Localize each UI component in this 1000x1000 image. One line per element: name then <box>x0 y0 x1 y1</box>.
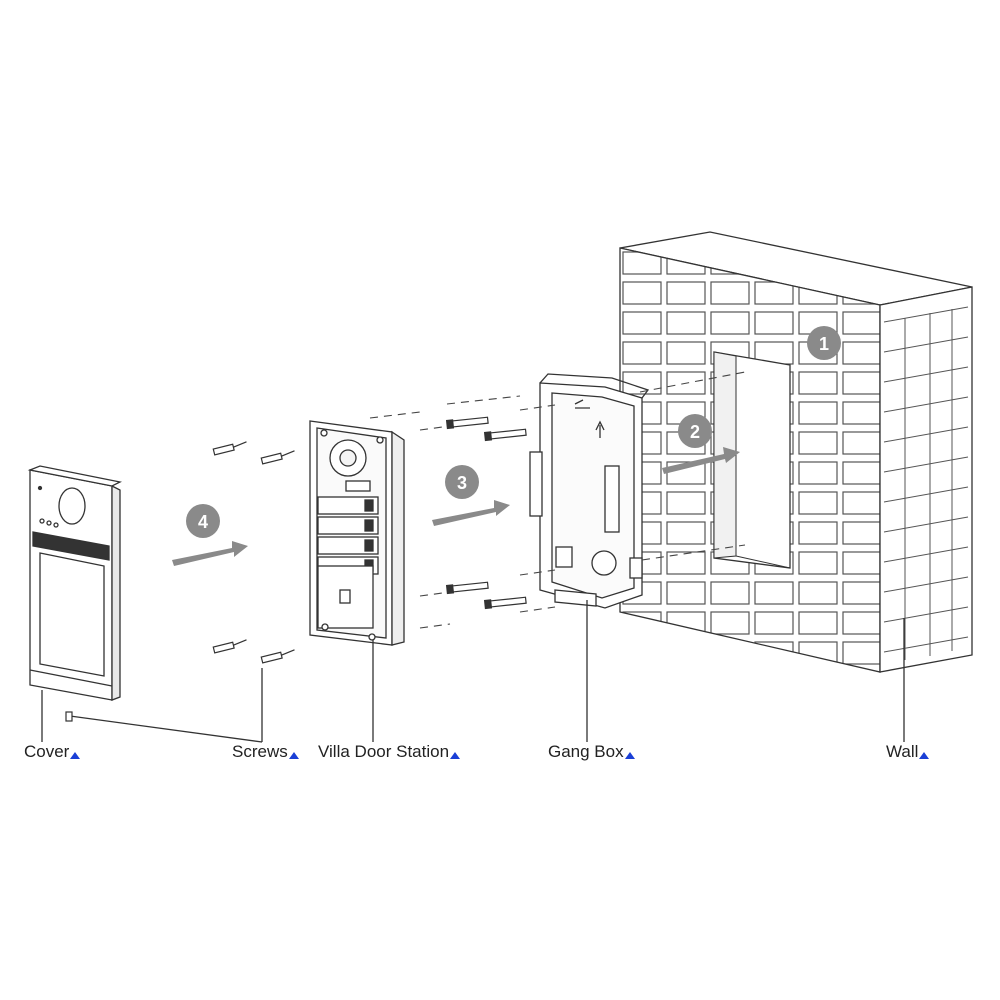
door-station-label: Villa Door Station <box>318 742 461 762</box>
step-badge-4: 4 <box>186 504 220 538</box>
arrow-step-4 <box>172 541 248 566</box>
label-marker-icon <box>70 752 81 759</box>
cover-screw <box>65 711 73 722</box>
step-number-3: 3 <box>457 473 467 493</box>
wall-side-bricks <box>883 306 969 660</box>
step-badges: 1 2 3 4 <box>186 326 841 538</box>
wall-label: Wall <box>886 742 930 762</box>
cover-speaker-grille <box>32 531 110 561</box>
gang-box-label: Gang Box <box>548 742 635 762</box>
screws-label-text: Screws <box>232 742 288 761</box>
label-marker-icon <box>450 752 461 759</box>
step-number-2: 2 <box>690 422 700 442</box>
cover-screw-leader-line <box>69 715 263 743</box>
screws-label: Screws <box>232 742 299 762</box>
villa-door-station <box>309 420 405 646</box>
wall-label-text: Wall <box>886 742 919 761</box>
wall <box>619 231 973 673</box>
cover-label: Cover <box>24 742 81 762</box>
cover-window <box>39 552 105 677</box>
step-number-1: 1 <box>819 334 829 354</box>
step-arrows <box>172 447 740 566</box>
arrow-step-3 <box>432 500 510 526</box>
step-badge-3: 3 <box>445 465 479 499</box>
cover-side <box>111 484 121 701</box>
screws <box>212 441 295 664</box>
step-number-4: 4 <box>198 512 208 532</box>
gang-box <box>529 373 650 609</box>
gang-box-screws <box>445 416 527 610</box>
gang-box-label-text: Gang Box <box>548 742 624 761</box>
camera-lens-icon <box>58 487 86 525</box>
alignment-lines <box>369 371 746 629</box>
door-station-label-text: Villa Door Station <box>318 742 450 761</box>
arrow-step-2 <box>662 447 740 474</box>
label-marker-icon <box>288 752 299 759</box>
label-marker-icon <box>919 752 930 759</box>
step-badge-2: 2 <box>678 414 712 448</box>
wall-side-face <box>879 286 973 673</box>
cover-label-text: Cover <box>24 742 70 761</box>
door-station-side <box>391 430 405 646</box>
label-marker-icon <box>624 752 635 759</box>
cover <box>27 465 122 701</box>
step-badge-1: 1 <box>807 326 841 360</box>
